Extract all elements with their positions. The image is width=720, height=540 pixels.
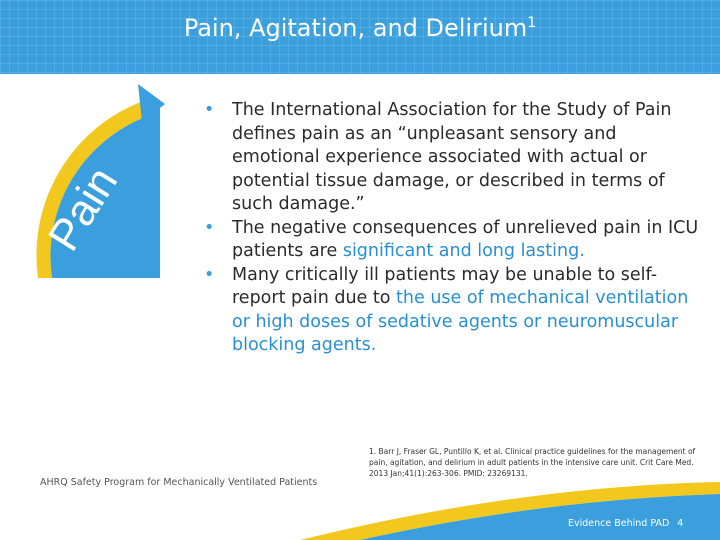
bullet-highlight-text: significant and long lasting. [342, 241, 585, 261]
bullet-dot-icon: • [204, 100, 215, 120]
reference-citation: 1. Barr J, Fraser GL, Puntillo K, et al.… [369, 447, 696, 478]
slide-title: Pain, Agitation, and Delirium1 [0, 14, 720, 42]
bullet-item: • Many critically ill patients may be una… [200, 264, 705, 358]
footer-section-label: Evidence Behind PAD [568, 518, 670, 529]
bullet-dot-icon: • [204, 217, 215, 238]
page-number: 4 [677, 518, 684, 529]
slide-title-text: Pain, Agitation, and Delirium [183, 14, 528, 42]
bullet-dot-icon: • [204, 264, 215, 285]
footer-blue-swoosh [360, 494, 720, 540]
pain-arc-graphic: Pain [36, 84, 165, 278]
arc-arrow-head [138, 84, 165, 122]
header-bar: Pain, Agitation, and Delirium1 [0, 0, 720, 74]
yellow-arc [36, 100, 148, 278]
bullet-item: • The International Association for the S… [200, 99, 705, 217]
bullet-highlight-text: the use of mechanical ventilation or hig… [232, 288, 689, 355]
footer-yellow-swoosh [300, 482, 720, 540]
footer-program-name: AHRQ Safety Program for Mechanically Ven… [40, 477, 318, 488]
blue-arc-fill [50, 104, 161, 278]
header-grid-pattern [0, 0, 720, 74]
bullet-text: Many critically ill patients may be unab… [232, 264, 658, 309]
title-footnote-marker: 1 [527, 15, 537, 31]
bullet-list: • The International Association for the S… [200, 99, 705, 358]
footer-right: Evidence Behind PAD 4 [568, 518, 683, 529]
bullet-text: The negative consequences of unrelieved … [232, 217, 699, 262]
footer-wave [300, 482, 720, 540]
bullet-text: The International Association for the St… [232, 100, 672, 214]
bullet-item: • The negative consequences of unrelieved… [200, 217, 705, 264]
